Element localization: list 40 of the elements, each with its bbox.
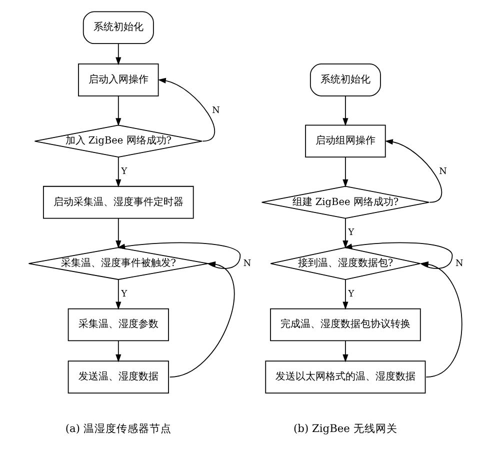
arrow [115, 156, 121, 188]
edge-label: Y [348, 228, 354, 238]
arrow [115, 279, 121, 310]
node-box: 采集温、湿度参数 [67, 308, 168, 342]
node-box: 启动采集温、湿度事件定时器 [42, 186, 194, 219]
arrow [342, 96, 348, 126]
label: (a) 温湿度传感器节点 [64, 422, 171, 436]
arrow [157, 78, 215, 142]
edge-label: N [438, 166, 446, 177]
edge-label: N [212, 106, 220, 116]
arrow [115, 218, 121, 249]
node-box: 发送温、湿度数据 [67, 360, 168, 394]
node-diamond: 采集温、湿度事件被触发? [28, 247, 208, 280]
arrow [342, 218, 348, 249]
edge-label: N [242, 258, 251, 269]
node-box: 完成温、湿度数据包协议转换 [270, 308, 420, 342]
arrow [342, 156, 348, 188]
arrow [168, 261, 234, 378]
edge-label: Y [120, 289, 127, 300]
arrow [115, 96, 121, 126]
arrow [344, 242, 452, 269]
edge-label: N [454, 258, 463, 269]
arrow [116, 242, 240, 269]
node-box: 系统初始化 [82, 11, 154, 44]
edge-label: Y [348, 289, 354, 300]
edge-label: Y [120, 166, 127, 177]
arrow [342, 279, 348, 310]
arrow [115, 43, 121, 66]
node-diamond: 加入 ZigBee 网络成功? [34, 124, 202, 158]
arrow [384, 139, 442, 203]
node-diamond: 组建 ZigBee 网络成功? [260, 186, 430, 219]
node-box: 系统初始化 [309, 64, 380, 96]
node-box: 发送以太网格式的温、湿度数据 [264, 360, 426, 394]
arrow [420, 261, 462, 378]
node-box: 启动组网操作 [304, 124, 386, 158]
node-diamond: 接到温、湿度数据包? [270, 247, 420, 280]
label: (b) ZigBee 无线网关 [293, 422, 397, 436]
node-box: 启动入网操作 [78, 64, 158, 96]
arrow [342, 340, 348, 362]
arrow [115, 340, 121, 362]
